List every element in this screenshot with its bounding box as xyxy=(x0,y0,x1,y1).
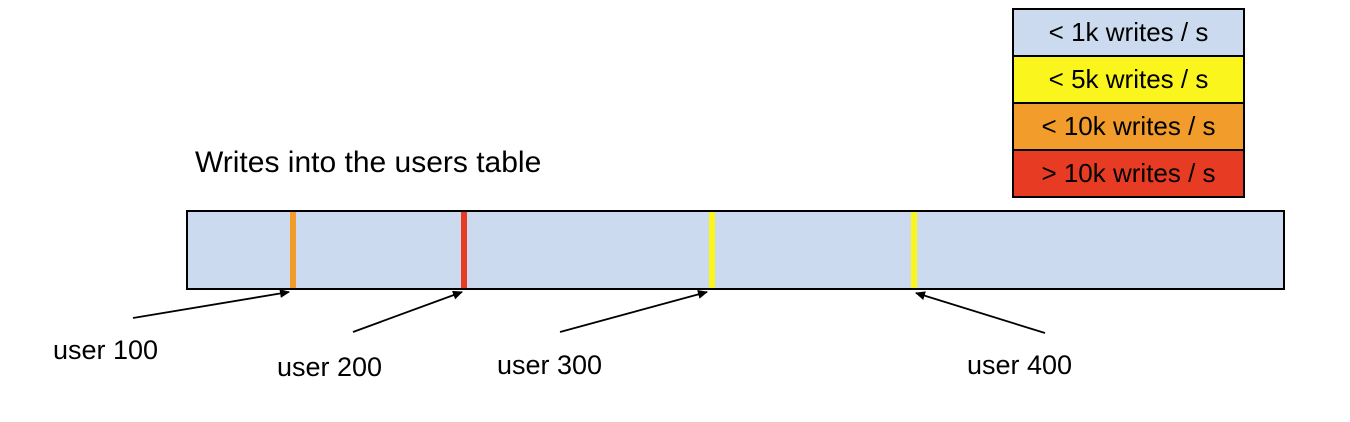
user-label-300: user 300 xyxy=(497,350,603,380)
users-table-bar xyxy=(186,210,1285,290)
diagram-title: Writes into the users table xyxy=(195,146,542,179)
write-hotspot-user-100 xyxy=(290,212,296,288)
legend-row-lt-10k: < 10k writes / s xyxy=(1014,102,1243,149)
write-hotspot-user-300 xyxy=(709,212,715,288)
arrow-user-300 xyxy=(559,290,708,333)
legend-row-lt-5k: < 5k writes / s xyxy=(1014,55,1243,102)
write-hotspot-user-200 xyxy=(461,212,467,288)
arrow-user-200 xyxy=(352,290,463,333)
user-label-100: user 100 xyxy=(53,335,159,365)
arrow-user-400 xyxy=(915,291,1046,334)
user-label-200: user 200 xyxy=(277,352,383,382)
arrow-user-100 xyxy=(132,289,290,319)
user-label-400: user 400 xyxy=(967,350,1073,380)
write-hotspot-user-400 xyxy=(911,212,917,288)
legend-row-lt-1k: < 1k writes / s xyxy=(1014,10,1243,55)
legend-row-gt-10k: > 10k writes / s xyxy=(1014,149,1243,196)
write-rate-legend: < 1k writes / s < 5k writes / s < 10k wr… xyxy=(1012,8,1245,198)
